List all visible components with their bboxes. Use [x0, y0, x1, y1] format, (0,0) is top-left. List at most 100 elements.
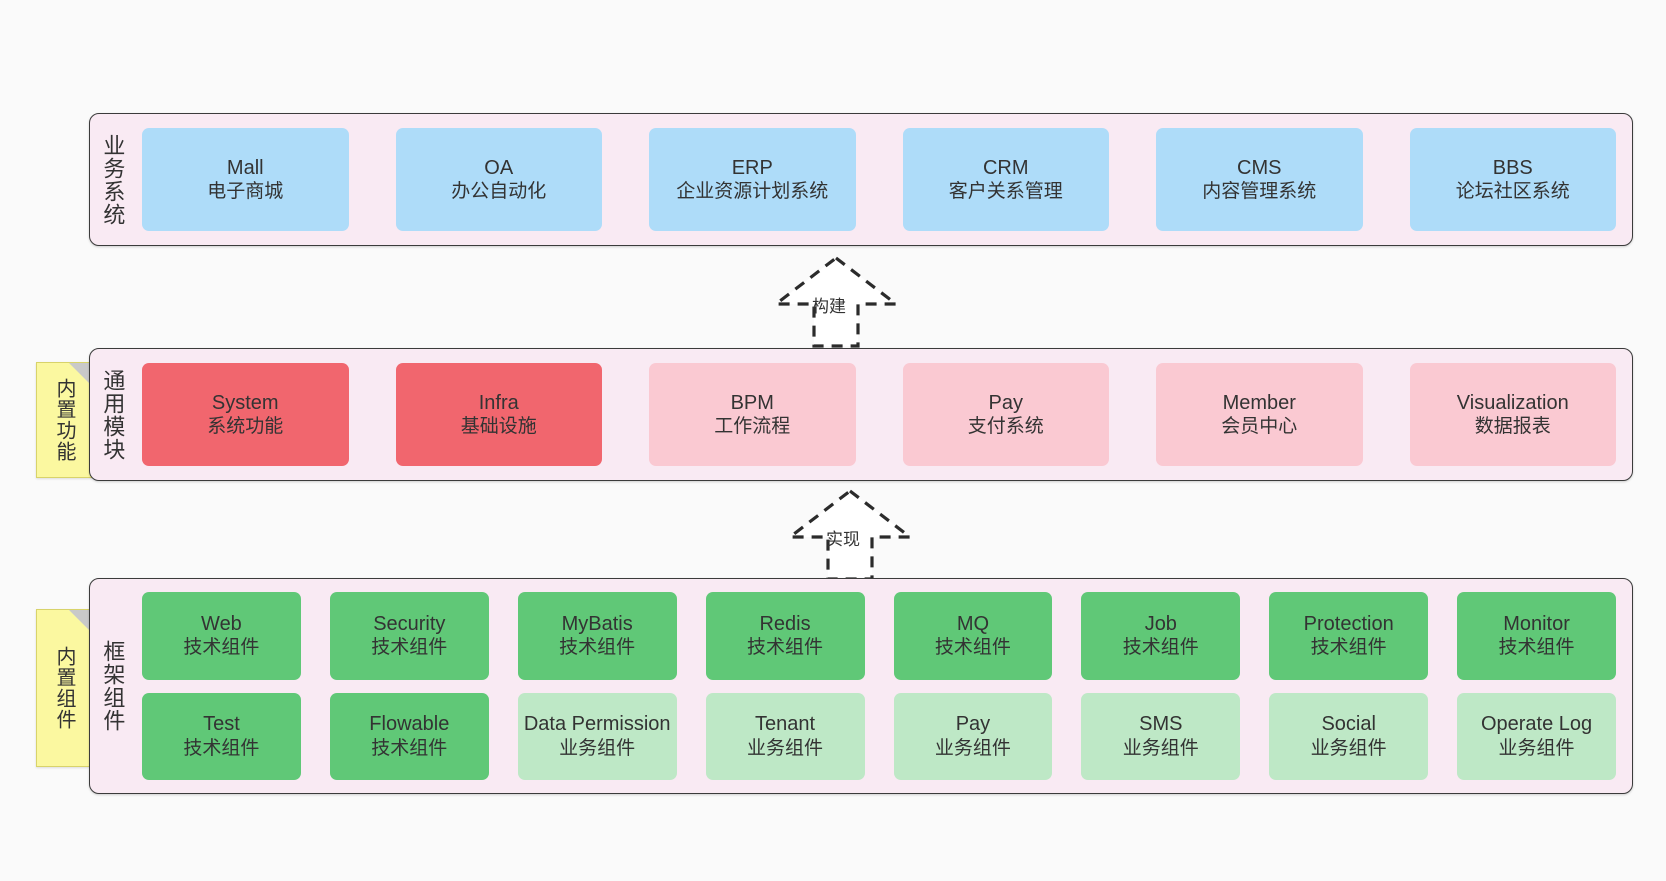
box-pay-module[interactable]: Pay 支付系统 [902, 363, 1109, 466]
box-redis[interactable]: Redis 技术组件 [705, 592, 865, 680]
box-protection[interactable]: Protection 技术组件 [1269, 592, 1429, 680]
box-mall[interactable]: Mall 电子商城 [142, 128, 349, 231]
box-mybatis[interactable]: MyBatis 技术组件 [517, 592, 677, 680]
box-protection-en: Protection [1303, 612, 1394, 635]
box-protection-cn: 技术组件 [1310, 637, 1387, 659]
box-tenant-en: Tenant [755, 713, 816, 736]
arrow-build: 构建 [746, 252, 926, 352]
box-sms-cn: 业务组件 [1122, 737, 1199, 759]
box-bpm-cn: 工作流程 [714, 416, 791, 438]
box-operate-log[interactable]: Operate Log 业务组件 [1457, 692, 1616, 780]
layer-framework-components: 框架组件 Web 技术组件 Security 技术组件 MyBatis 技术组件… [89, 578, 1633, 794]
layer-business-systems-body: Mall 电子商城 OA 办公自动化 ERP 企业资源计划系统 CRM 客户关系… [134, 114, 1632, 245]
box-pay-component-en: Pay [955, 713, 991, 736]
box-data-permission-en: Data Permission [523, 713, 671, 736]
box-erp-cn: 企业资源计划系统 [676, 181, 829, 203]
box-erp[interactable]: ERP 企业资源计划系统 [649, 128, 856, 231]
box-test-en: Test [203, 713, 240, 736]
box-redis-en: Redis [759, 612, 811, 635]
box-pay-component[interactable]: Pay 业务组件 [893, 692, 1053, 780]
box-bbs-cn: 论坛社区系统 [1455, 181, 1570, 203]
box-security[interactable]: Security 技术组件 [329, 592, 489, 680]
note-builtin-components-label: 内置组件 [53, 646, 75, 730]
box-mq[interactable]: MQ 技术组件 [893, 592, 1053, 680]
box-pay-component-cn: 业务组件 [934, 737, 1011, 759]
layer-business-systems: 业务系统 Mall 电子商城 OA 办公自动化 ERP 企业资源计划系统 CRM [89, 113, 1633, 246]
box-member-cn: 会员中心 [1221, 416, 1298, 438]
box-mall-en: Mall [226, 156, 264, 179]
box-cms-en: CMS [1237, 156, 1282, 179]
box-sms-en: SMS [1139, 713, 1183, 736]
box-sms[interactable]: SMS 业务组件 [1081, 692, 1241, 780]
box-tenant[interactable]: Tenant 业务组件 [705, 692, 865, 780]
layer-business-systems-title: 业务系统 [100, 133, 126, 226]
arrow-build-icon [771, 255, 901, 348]
framework-components-grid: Web 技术组件 Security 技术组件 MyBatis 技术组件 Redi… [142, 592, 1616, 780]
box-infra[interactable]: Infra 基础设施 [395, 363, 602, 466]
box-cms[interactable]: CMS 内容管理系统 [1156, 128, 1363, 231]
box-flowable-cn: 技术组件 [371, 737, 448, 759]
box-member-en: Member [1222, 391, 1296, 414]
box-redis-cn: 技术组件 [747, 637, 824, 659]
box-visualization-cn: 数据报表 [1474, 416, 1551, 438]
box-pay-module-en: Pay [988, 391, 1023, 414]
box-test[interactable]: Test 技术组件 [142, 692, 301, 780]
box-erp-en: ERP [731, 156, 773, 179]
box-test-cn: 技术组件 [183, 737, 260, 759]
note-builtin-components: 内置组件 [36, 609, 92, 767]
box-oa-en: OA [484, 156, 514, 179]
box-system-cn: 系统功能 [207, 416, 284, 438]
box-bbs-en: BBS [1492, 156, 1533, 179]
layer-common-modules-title: 通用模块 [100, 368, 126, 461]
note-builtin-features: 内置功能 [36, 362, 92, 478]
arrow-implement: 实现 [760, 485, 940, 585]
box-flowable[interactable]: Flowable 技术组件 [329, 692, 489, 780]
business-systems-row: Mall 电子商城 OA 办公自动化 ERP 企业资源计划系统 CRM 客户关系… [142, 128, 1616, 231]
box-bpm[interactable]: BPM 工作流程 [649, 363, 856, 466]
box-monitor-cn: 技术组件 [1498, 637, 1575, 659]
box-system-en: System [211, 391, 279, 414]
box-visualization-en: Visualization [1456, 391, 1569, 414]
box-job-en: Job [1144, 612, 1177, 635]
box-job[interactable]: Job 技术组件 [1081, 592, 1241, 680]
box-security-en: Security [373, 612, 446, 635]
box-oa[interactable]: OA 办公自动化 [395, 128, 602, 231]
layer-framework-components-title: 框架组件 [100, 640, 126, 732]
box-pay-module-cn: 支付系统 [967, 416, 1044, 438]
box-monitor-en: Monitor [1503, 612, 1570, 635]
box-web-en: Web [201, 612, 242, 635]
box-mq-cn: 技术组件 [934, 637, 1011, 659]
layer-framework-components-body: Web 技术组件 Security 技术组件 MyBatis 技术组件 Redi… [134, 579, 1632, 793]
box-web[interactable]: Web 技术组件 [142, 592, 301, 680]
box-infra-en: Infra [478, 391, 519, 414]
box-infra-cn: 基础设施 [460, 416, 537, 438]
box-operate-log-en: Operate Log [1480, 713, 1593, 736]
box-flowable-en: Flowable [369, 713, 450, 736]
box-security-cn: 技术组件 [371, 637, 448, 659]
box-bbs[interactable]: BBS 论坛社区系统 [1409, 128, 1616, 231]
arrow-implement-label: 实现 [826, 530, 860, 549]
layer-common-modules-body: System 系统功能 Infra 基础设施 BPM 工作流程 Pay 支付系统… [134, 349, 1632, 480]
box-web-cn: 技术组件 [183, 637, 260, 659]
note-builtin-features-label: 内置功能 [53, 378, 75, 462]
box-data-permission[interactable]: Data Permission 业务组件 [517, 692, 677, 780]
box-job-cn: 技术组件 [1122, 637, 1199, 659]
box-system[interactable]: System 系统功能 [142, 363, 349, 466]
box-social-en: Social [1321, 713, 1376, 736]
box-monitor[interactable]: Monitor 技术组件 [1457, 592, 1616, 680]
box-social[interactable]: Social 业务组件 [1269, 692, 1429, 780]
box-data-permission-cn: 业务组件 [559, 737, 636, 759]
box-crm[interactable]: CRM 客户关系管理 [902, 128, 1109, 231]
box-member[interactable]: Member 会员中心 [1156, 363, 1363, 466]
box-mybatis-en: MyBatis [561, 612, 633, 635]
box-visualization[interactable]: Visualization 数据报表 [1409, 363, 1616, 466]
box-cms-cn: 内容管理系统 [1202, 181, 1317, 203]
box-mall-cn: 电子商城 [207, 181, 284, 203]
common-modules-row: System 系统功能 Infra 基础设施 BPM 工作流程 Pay 支付系统… [142, 363, 1616, 466]
box-operate-log-cn: 业务组件 [1498, 737, 1575, 759]
box-mq-en: MQ [956, 612, 990, 635]
box-crm-en: CRM [982, 156, 1029, 179]
box-bpm-en: BPM [730, 391, 774, 414]
layer-common-modules: 通用模块 System 系统功能 Infra 基础设施 BPM 工作流程 Pay [89, 348, 1633, 481]
